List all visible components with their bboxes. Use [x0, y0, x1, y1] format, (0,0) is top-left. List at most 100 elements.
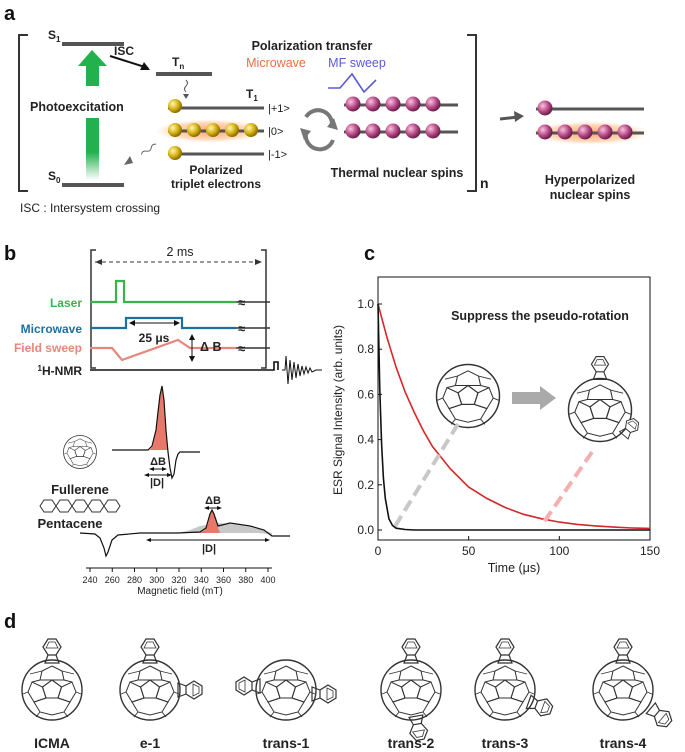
c60-rotating-molecule	[435, 363, 501, 429]
panel-letter-c: c	[364, 243, 375, 265]
hyper-spin	[617, 124, 633, 140]
mf-sweep-trace	[328, 72, 377, 94]
pentacene-red-fill	[200, 510, 220, 533]
molecule-e1	[119, 659, 181, 721]
pentacene-label: Pentacene	[37, 516, 102, 531]
isc-arrowhead	[140, 62, 150, 70]
n-label: n	[480, 175, 489, 191]
isc-arrow	[109, 55, 149, 69]
field-tick-label: 240	[82, 575, 97, 585]
y-tick-label: 0.4	[357, 433, 374, 447]
photoexcitation-label: Photoexcitation	[30, 100, 124, 114]
hyper-spin	[597, 124, 613, 140]
relaxation-arrowhead	[124, 156, 133, 165]
nuclear-spin	[385, 96, 401, 112]
nmr-trace	[90, 361, 279, 371]
arrowhead	[146, 538, 151, 542]
molecule-label: ICMA	[34, 735, 70, 751]
tn-decay-arrowhead	[183, 94, 189, 99]
arrowhead	[217, 506, 222, 510]
pulse-arrowhead-right	[174, 320, 180, 326]
x-tick-label: 0	[375, 544, 382, 558]
pulse-width-label: 25 μs	[139, 331, 170, 345]
nuclear-spin	[345, 96, 361, 112]
laser-trace	[90, 279, 236, 304]
fullerene-spectrum	[112, 385, 200, 480]
electron-0-b	[187, 123, 201, 137]
hyper-spin	[577, 124, 593, 140]
icma-molecule	[567, 377, 633, 443]
polarization-transfer-label: Polarization transfer	[252, 39, 373, 53]
molecule-trans3	[474, 659, 536, 721]
arrowhead	[265, 538, 270, 542]
hyper-spin	[537, 100, 553, 116]
field-sweep-label: Field sweep	[14, 341, 82, 355]
series-line-0	[377, 303, 651, 530]
molecule-label: trans-1	[263, 735, 310, 751]
break-mark: ≈	[238, 341, 245, 356]
microwave-label: Microwave	[246, 56, 306, 70]
excitation-bar-lower	[86, 118, 99, 180]
y-tick-label: 0.2	[357, 478, 374, 492]
y-tick-label: 0.8	[357, 342, 374, 356]
period-arrowhead-right	[255, 259, 262, 265]
t1-label: T1	[246, 87, 258, 103]
fullerene-label: Fullerene	[51, 482, 109, 497]
x-tick-label: 150	[640, 544, 660, 558]
hyper-label-1: Hyperpolarized	[545, 173, 635, 187]
break-mark: ≈	[238, 321, 245, 336]
delta-b-arrowhead-bottom	[189, 356, 195, 362]
nuclear-spin	[385, 123, 401, 139]
pink-dashed-pointer	[542, 450, 594, 524]
molecule-e1-adduct-side	[177, 680, 203, 700]
arrowhead	[149, 467, 154, 471]
pentacene-gray-fill	[178, 523, 272, 536]
chart-xlabel: Time (μs)	[488, 561, 541, 575]
chart-ylabel: ESR Signal Intensity (arb. units)	[331, 325, 345, 495]
molecule-trans4-adduct-side	[644, 700, 676, 732]
microwave-trace	[90, 316, 236, 330]
chart-annotation-title: Suppress the pseudo-rotation	[451, 309, 629, 323]
nuclear-spin	[345, 123, 361, 139]
series-line-1	[377, 303, 650, 531]
bracket-left	[18, 34, 28, 192]
arrowhead	[167, 473, 172, 477]
sequence-bracket-left	[90, 249, 96, 369]
microwave-seq-label: Microwave	[21, 322, 83, 336]
cycle-arrowhead-bottom	[300, 128, 311, 140]
polarized-label-1: Polarized	[189, 163, 242, 177]
nuclear-spin	[365, 123, 381, 139]
hyper-label-2: nuclear spins	[550, 188, 631, 202]
pentacene-d-label: |D|	[202, 543, 216, 555]
pentacene-db-label: ΔB	[205, 495, 221, 507]
mf-sweep-label: MF sweep	[328, 56, 386, 70]
x-tick-label: 100	[549, 544, 569, 558]
s1-label: S1	[48, 28, 61, 44]
electron-0-c	[206, 123, 220, 137]
icma-adduct	[590, 356, 610, 380]
level-minus1-label: |-1>	[268, 149, 287, 161]
field-tick-label: 260	[105, 575, 120, 585]
chart-lines	[377, 303, 651, 531]
panel-letter-d: d	[4, 611, 16, 633]
nuclear-spin	[405, 96, 421, 112]
electron-minus1	[168, 146, 182, 160]
hyper-spin	[537, 124, 553, 140]
relaxation-wiggle	[140, 143, 157, 155]
transformation-arrow	[512, 386, 556, 410]
period-label: 2 ms	[166, 245, 193, 259]
hyper-spin	[557, 124, 573, 140]
tn-decay-wiggle	[184, 79, 188, 93]
level-plus1-label: |+1>	[268, 103, 290, 115]
y-tick-label: 0.0	[357, 523, 374, 537]
pulse-arrowhead-left	[129, 320, 135, 326]
molecule-label: trans-4	[600, 735, 647, 751]
electron-0-a	[168, 123, 182, 137]
molecule-label: e-1	[140, 735, 160, 751]
electron-plus1	[168, 99, 182, 113]
